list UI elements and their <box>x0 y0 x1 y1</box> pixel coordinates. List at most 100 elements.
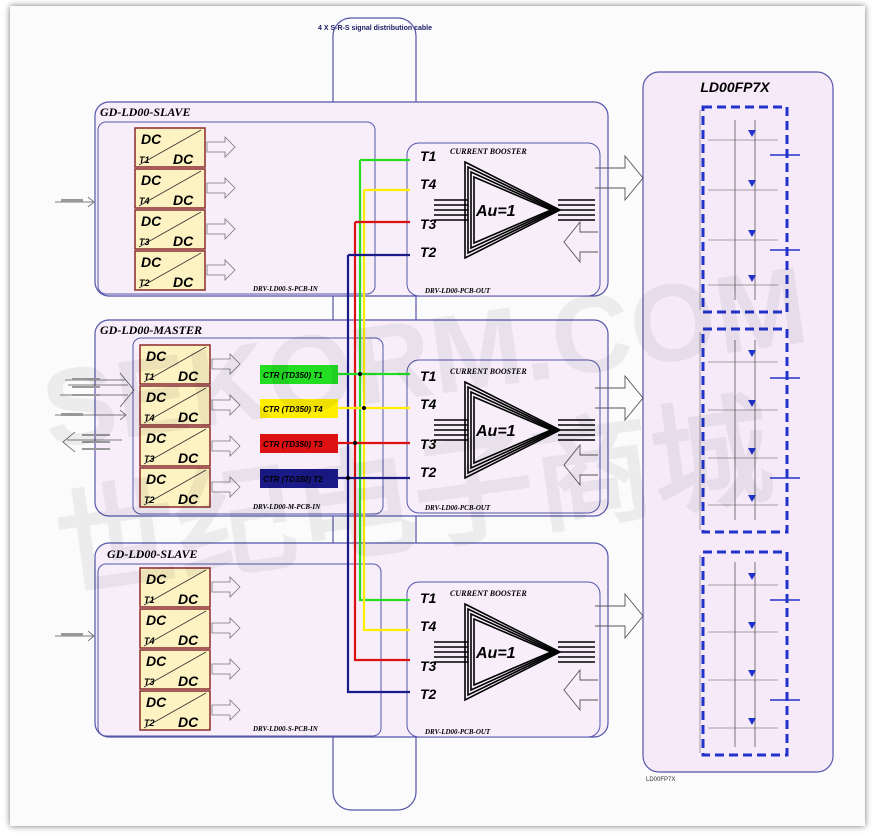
booster-title: CURRENT BOOSTER <box>450 367 527 376</box>
dc-bottom-label: DC <box>178 714 199 730</box>
dc-dc-converter: DC DC T3 <box>139 426 241 467</box>
dc-output-arrow <box>206 177 236 199</box>
booster-title: CURRENT BOOSTER <box>450 147 527 156</box>
dc-output-arrow <box>211 353 241 375</box>
slave2-title: GD-LD00-SLAVE <box>107 547 197 561</box>
dc-bottom-label: DC <box>178 450 199 466</box>
dc-channel-label: T1 <box>144 372 155 382</box>
slave1-title: GD-LD00-SLAVE <box>100 105 190 119</box>
booster-channel-label: T2 <box>420 686 437 702</box>
dc-output-arrow <box>206 218 236 240</box>
dc-top-label: DC <box>146 694 167 710</box>
booster-channel-label: T1 <box>420 590 437 606</box>
dc-dc-converter: DC DC T1 <box>134 127 236 168</box>
dc-dc-converter: DC DC T2 <box>139 467 241 508</box>
booster-channel-label: T3 <box>420 658 437 674</box>
dc-bottom-label: DC <box>173 233 194 249</box>
master-title: GD-LD00-MASTER <box>100 323 202 337</box>
slave2-out-label: DRV-LD00-PCB-OUT <box>424 728 491 736</box>
dc-top-label: DC <box>146 348 167 364</box>
dc-top-label: DC <box>146 571 167 587</box>
dc-channel-label: T1 <box>144 595 155 605</box>
dc-bottom-label: DC <box>178 368 199 384</box>
gain-label: Au=1 <box>475 423 516 440</box>
dc-bottom-label: DC <box>173 151 194 167</box>
ld00fp7x-module <box>642 71 834 773</box>
dc-output-arrow <box>211 394 241 416</box>
dc-top-label: DC <box>141 131 162 147</box>
dc-top-label: DC <box>146 389 167 405</box>
dc-channel-label: T3 <box>144 677 155 687</box>
ctr-label: CTR (TD350) T3 <box>263 440 323 449</box>
dc-channel-label: T3 <box>144 454 155 464</box>
dc-channel-label: T3 <box>139 237 150 247</box>
ctr-box: CTR (TD350) T3 <box>260 434 338 453</box>
dc-bottom-label: DC <box>173 274 194 290</box>
gain-label: Au=1 <box>475 203 516 220</box>
booster-channel-label: T2 <box>420 464 437 480</box>
cable-label: 4 X S-R-S signal distribution cable <box>318 25 432 32</box>
dc-output-arrow <box>211 699 241 721</box>
booster-channel-label: T4 <box>420 396 437 412</box>
dc-dc-converter: DC DC T1 <box>139 344 241 385</box>
module-caption: LD00FP7X <box>646 777 675 783</box>
dc-output-arrow <box>211 658 241 680</box>
dc-top-label: DC <box>146 430 167 446</box>
output-arrows <box>563 154 644 712</box>
ctr-label: CTR (TD350) T2 <box>263 475 323 484</box>
bus-connectors <box>770 154 800 701</box>
diode-symbols <box>748 130 756 725</box>
dc-top-label: DC <box>141 254 162 270</box>
booster-channel-label: T1 <box>420 368 437 384</box>
slave1-in-label: DRV-LD00-S-PCB-IN <box>252 285 319 293</box>
dc-dc-converter-stacks: DCDCT1DCDCT4DCDCT3DCDCT2DCDCT1DCDCT4DCDC… <box>134 127 241 731</box>
input-arrow-labels <box>61 199 110 636</box>
dc-channel-label: T4 <box>139 196 150 206</box>
dc-channel-label: T2 <box>144 495 155 505</box>
dc-channel-label: T4 <box>144 636 155 646</box>
ctr-box: CTR (TD350) T2 <box>260 469 338 488</box>
dc-dc-converter: DC DC T3 <box>134 209 236 250</box>
dc-top-label: DC <box>146 612 167 628</box>
dc-dc-converter: DC DC T2 <box>139 690 241 731</box>
dc-dc-converter: DC DC T2 <box>134 250 236 291</box>
dc-bottom-label: DC <box>178 673 199 689</box>
booster-channel-label: T1 <box>420 148 437 164</box>
dc-top-label: DC <box>146 471 167 487</box>
dc-bottom-label: DC <box>178 632 199 648</box>
junction-dots <box>346 372 366 480</box>
dc-dc-converter: DC DC T4 <box>139 385 241 426</box>
booster-channel-label: T3 <box>420 216 437 232</box>
dc-output-arrow <box>211 476 241 498</box>
master-out-label: DRV-LD00-PCB-OUT <box>424 504 491 512</box>
dc-top-label: DC <box>141 172 162 188</box>
dc-output-arrow <box>211 576 241 598</box>
ctr-box: CTR (TD350) T4 <box>260 399 338 418</box>
booster-channel-label: T4 <box>420 176 437 192</box>
ctr-label: CTR (TD350) T4 <box>263 405 323 414</box>
slave2-in-label: DRV-LD00-S-PCB-IN <box>252 725 319 733</box>
booster-channel-label: T2 <box>420 244 437 260</box>
dc-dc-converter: DC DC T4 <box>139 608 241 649</box>
dc-channel-label: T4 <box>144 413 155 423</box>
slave1-out-label: DRV-LD00-PCB-OUT <box>424 287 491 295</box>
dc-channel-label: T1 <box>139 155 150 165</box>
dc-output-arrow <box>206 136 236 158</box>
master-in-label: DRV-LD00-M-PCB-IN <box>252 503 321 511</box>
booster-channel-label: T3 <box>420 436 437 452</box>
dc-output-arrow <box>211 435 241 457</box>
dc-bottom-label: DC <box>178 491 199 507</box>
dc-bottom-label: DC <box>178 409 199 425</box>
dc-top-label: DC <box>141 213 162 229</box>
dc-channel-label: T2 <box>139 278 150 288</box>
dc-channel-label: T2 <box>144 718 155 728</box>
